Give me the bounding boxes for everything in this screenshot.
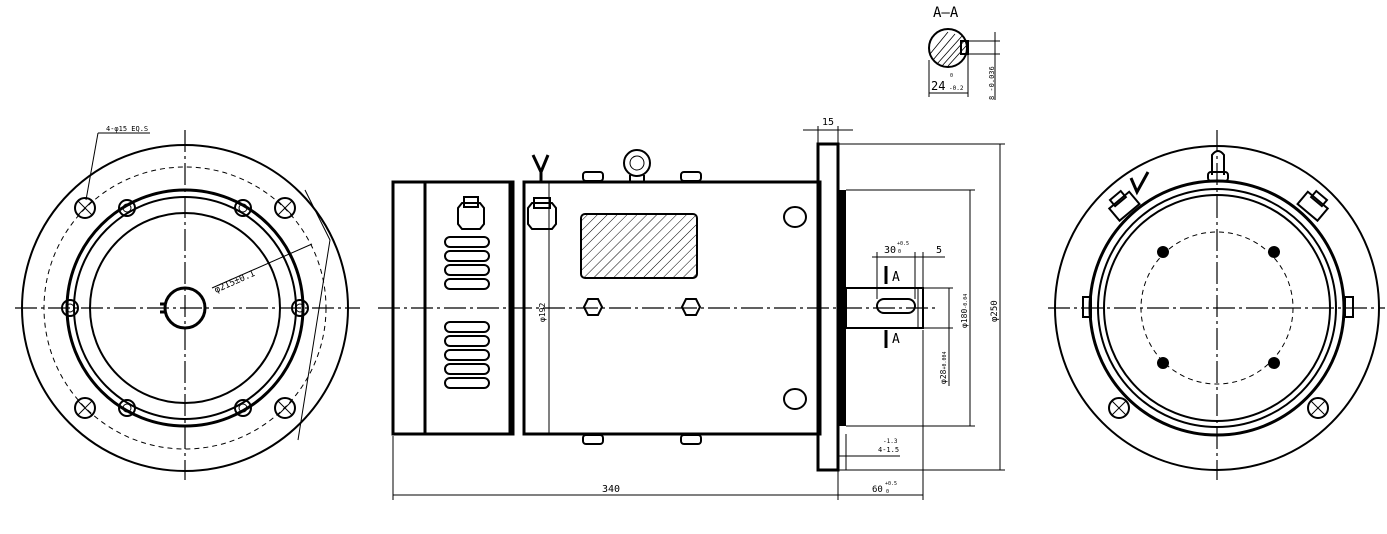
vent-slots: [444, 236, 490, 389]
right-bolts: [1157, 246, 1280, 369]
shaft-keyway: [876, 298, 916, 314]
key-length-tol-lower: 0: [898, 249, 901, 255]
pitch-circle-dim: φ215±0.1: [213, 269, 257, 296]
shaft-dia-dim: φ28+0.004: [939, 351, 948, 384]
section-height-dim: 24: [931, 79, 945, 93]
flange-thickness-dim: 15: [822, 117, 834, 128]
nameplate: [580, 213, 698, 279]
body-dia-dim: φ192: [538, 303, 547, 322]
shaft-length-dim: 60: [872, 485, 883, 495]
section-height-tol-upper: 0: [950, 73, 953, 79]
pilot-depth-lower: 4-1.5: [878, 446, 899, 454]
section-height-tol-lower: -0.2: [949, 85, 964, 92]
key-offset-dim: 5: [936, 245, 942, 256]
right-mount-holes: [1108, 397, 1329, 419]
terminal-studs: [457, 154, 557, 230]
key-length-dim: 30: [884, 245, 896, 256]
shaft-length-tol-lower: 0: [886, 489, 889, 495]
pilot-dia-dim: φ180-0.04: [960, 294, 969, 328]
flange-dia-dim: φ250: [990, 300, 1000, 322]
shaft-length-tol-upper: +0.5: [885, 481, 897, 487]
left-screws: [61, 199, 309, 417]
key-length-tol-upper: +0.5: [897, 241, 909, 247]
right-end-view: [1048, 130, 1385, 480]
section-a-a-view: A–A 24 0 -0.2 8 -0.036: [928, 5, 1000, 100]
section-mark-top: A: [892, 270, 900, 285]
through-bolt-heads: [582, 171, 702, 445]
left-bolt-holes: [74, 197, 296, 419]
section-mark-bottom: A: [892, 332, 900, 347]
overall-length-dim: 340: [602, 484, 620, 495]
left-end-view: 4-φ15 EQ.S φ215±0.1: [15, 125, 360, 480]
section-key: [960, 40, 969, 55]
bolt-hole-dim: 4-φ15 EQ.S: [106, 125, 148, 133]
pilot-depth-upper: -1.3: [883, 438, 898, 445]
side-view: A A 340 15 φ192 30 +0.5 0 5 φ180-0.04: [378, 117, 1005, 500]
key-width-dim: 8 -0.036: [988, 66, 996, 100]
section-label: A–A: [933, 5, 959, 21]
lifting-eye: [623, 149, 651, 177]
